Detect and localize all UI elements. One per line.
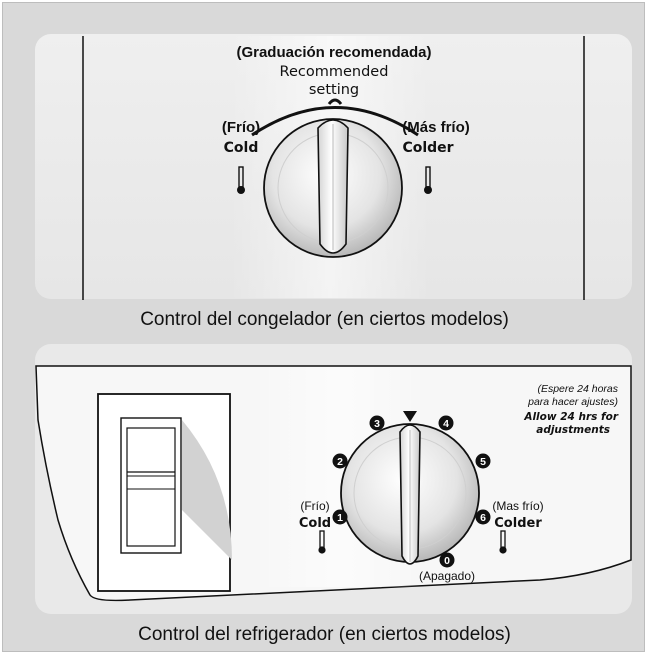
refrigerator-cold-es: (Frío): [300, 499, 329, 513]
refrigerator-colder-thermometer-icon: [499, 530, 507, 554]
light-switch-shadow: [182, 420, 232, 560]
svg-text:3: 3: [374, 418, 380, 430]
freezer-recommended-marker: [327, 98, 343, 105]
freezer-colder-es: (Más frío): [402, 119, 470, 136]
svg-text:4: 4: [443, 418, 449, 430]
freezer-recommended-es: (Graduación recomendada): [236, 44, 431, 61]
light-switch-rocker[interactable]: [126, 427, 176, 547]
svg-text:5: 5: [480, 456, 486, 468]
dial-number-4: 4: [438, 415, 454, 431]
refrigerator-wait-es-2: para hacer ajustes): [527, 396, 618, 408]
refrigerator-cold-thermometer-icon: [318, 530, 326, 554]
freezer-recommended-en-1: Recommended: [280, 64, 389, 80]
dial-number-2: 2: [332, 453, 348, 469]
dial-pointer-triangle: [403, 411, 417, 422]
refrigerator-colder-es: (Mas frío): [492, 499, 543, 513]
refrigerator-wait-en-2: adjustments: [536, 424, 610, 436]
freezer-colder-en: Colder: [402, 140, 453, 156]
freezer-cold-thermometer-icon: [237, 166, 245, 194]
refrigerator-diagram: 3 4 2 5 1 6 0: [35, 344, 632, 614]
freezer-cold-en: Cold: [224, 140, 259, 156]
freezer-diagram: (Graduación recomendada) Recommended set…: [82, 36, 585, 300]
freezer-colder-thermometer-icon: [424, 166, 432, 194]
dial-number-0: 0: [439, 552, 455, 568]
svg-text:1: 1: [337, 512, 343, 524]
refrigerator-wait-en-1: Allow 24 hrs for: [523, 411, 619, 423]
dial-number-6: 6: [475, 509, 491, 525]
svg-text:0: 0: [444, 555, 450, 567]
refrigerator-caption: Control del refrigerador (en ciertos mod…: [138, 624, 511, 645]
freezer-caption: Control del congelador (en ciertos model…: [140, 309, 509, 330]
refrigerator-wait-es-1: (Espere 24 horas: [537, 383, 618, 395]
svg-text:6: 6: [480, 512, 486, 524]
freezer-range-arc: [251, 106, 419, 137]
svg-text:2: 2: [337, 456, 343, 468]
refrigerator-off-label: (Apagado): [419, 569, 475, 583]
dial-number-3: 3: [369, 415, 385, 431]
dial-number-5: 5: [475, 453, 491, 469]
freezer-recommended-en-2: setting: [309, 82, 359, 98]
freezer-cold-es: (Frío): [222, 119, 260, 136]
dial-number-1: 1: [332, 509, 348, 525]
refrigerator-cold-en: Cold: [299, 516, 331, 531]
refrigerator-colder-en: Colder: [494, 516, 542, 531]
